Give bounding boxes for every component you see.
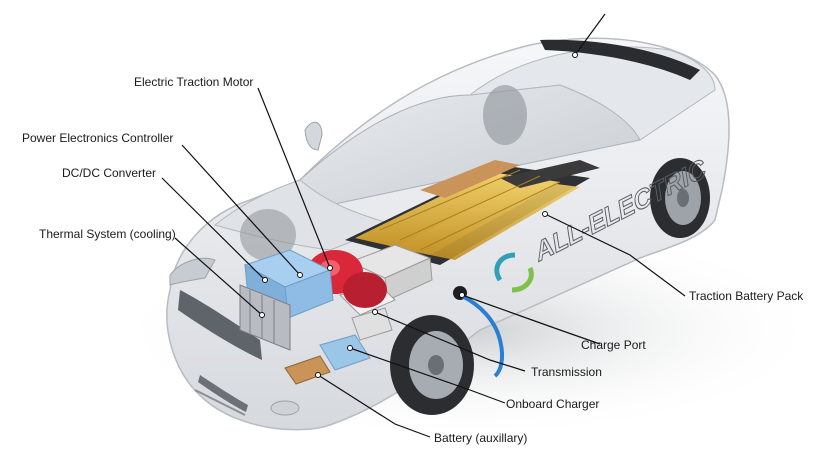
leader-onboard-charger — [349, 347, 506, 404]
leader-charge-port — [461, 294, 601, 345]
leader-transmission — [374, 311, 526, 372]
leader-power-electronics — [181, 144, 301, 276]
label-dcdc-converter: DC/DC Converter — [62, 166, 157, 180]
front-inner-wheel — [240, 209, 296, 261]
leader-dots — [259, 52, 578, 378]
roof-strip — [540, 39, 700, 80]
leader-antenna — [574, 13, 606, 56]
leader-lines — [161, 13, 686, 438]
label-traction-battery-pack: Traction Battery Pack — [689, 289, 804, 303]
leader-motor — [257, 87, 331, 269]
headlight — [169, 257, 216, 286]
charge-cable — [461, 294, 505, 378]
label-power-electronics: Power Electronics Controller — [22, 131, 174, 145]
leader-dcdc — [161, 177, 266, 281]
label-transmission: Transmission — [531, 365, 602, 379]
fog-light — [270, 400, 300, 416]
aux-battery-box — [284, 355, 331, 385]
side-mirror — [304, 121, 323, 151]
label-thermal-system: Thermal System (cooling) — [39, 227, 176, 241]
front-grille — [178, 290, 262, 416]
onboard-charger-box — [319, 334, 371, 371]
label-charge-port: Charge Port — [581, 338, 646, 352]
label-onboard-charger: Onboard Charger — [506, 397, 600, 411]
power-electronics — [243, 249, 334, 319]
door-logo — [494, 252, 534, 293]
thermal-radiator — [239, 284, 291, 351]
label-traction-motor: Electric Traction Motor — [134, 75, 254, 89]
leader-thermal — [174, 237, 263, 316]
label-aux-battery: Battery (auxillary) — [434, 431, 528, 445]
rear-wheel — [650, 158, 710, 238]
rear-inner-wheel — [483, 85, 527, 145]
leader-battery-pack — [544, 213, 686, 297]
leader-aux-battery — [317, 374, 431, 438]
front-wheel — [390, 315, 474, 415]
battery-pack — [345, 160, 600, 265]
roof-panel — [468, 46, 716, 141]
